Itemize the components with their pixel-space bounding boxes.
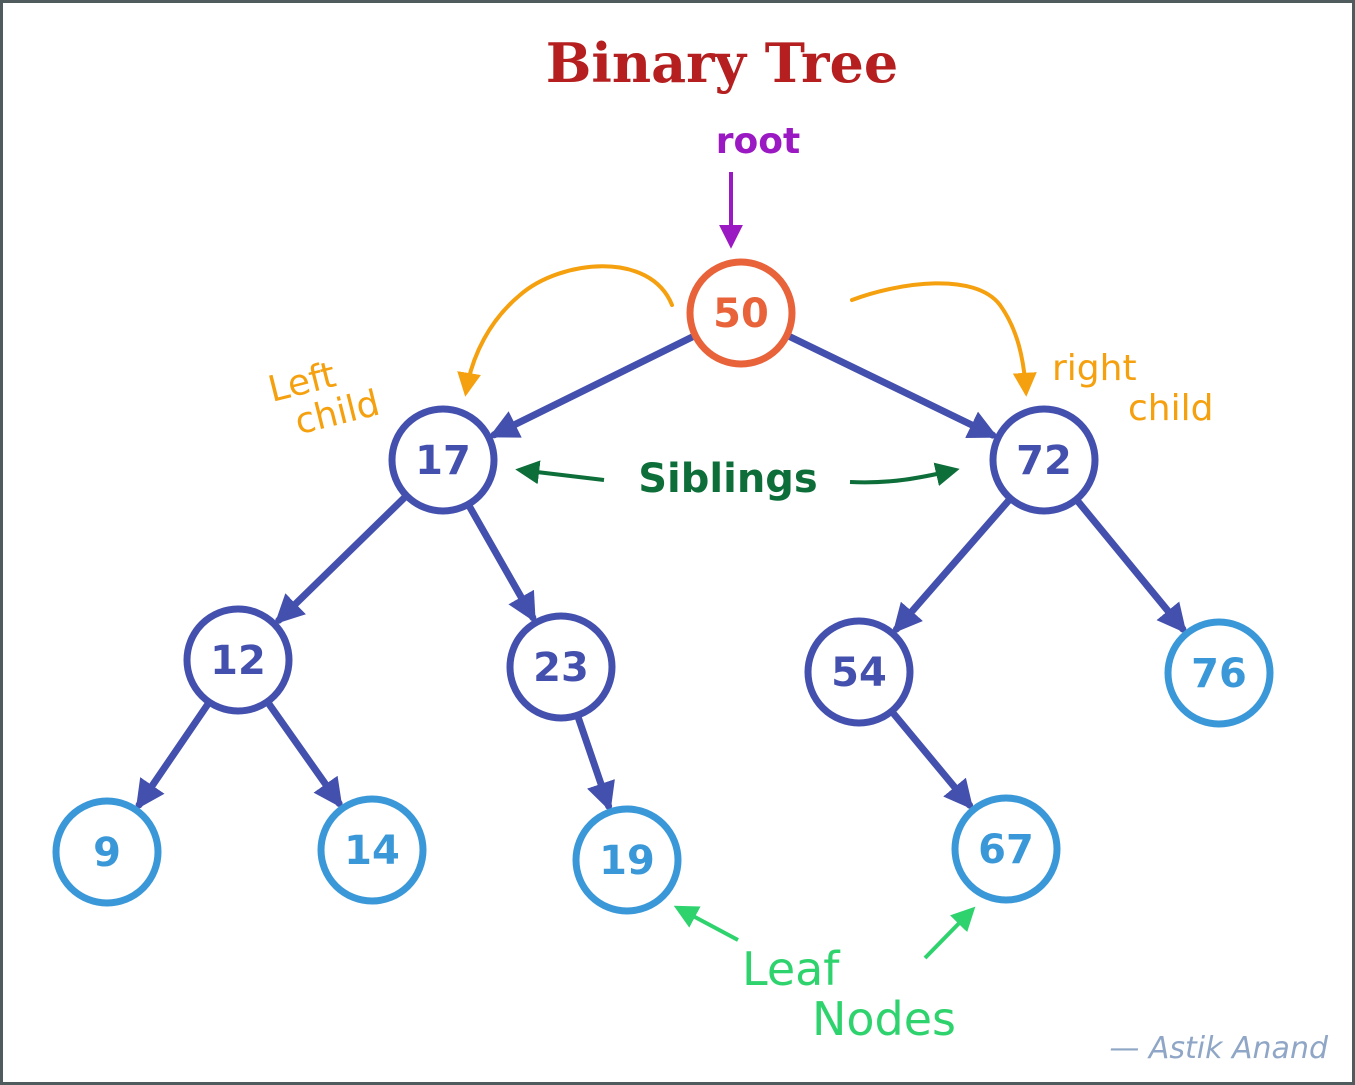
node-circle [804,617,914,727]
node-circle [989,405,1099,515]
tree-node-50: 50 [686,258,796,368]
edge-12-14 [265,699,343,809]
right-child-label-line2: child [1128,388,1213,429]
tree-node-14: 14 [317,795,427,905]
node-circle [572,805,682,915]
edge-12-9 [135,700,212,810]
tree-node-76: 76 [1164,618,1274,728]
tree-node-19: 19 [572,805,682,915]
edge-17-12 [274,493,409,625]
node-circle [183,605,293,715]
edge-50-72 [785,332,998,439]
node-value: 23 [533,645,589,691]
edge-54-67 [889,709,974,810]
leaf-right-arrow [923,906,976,960]
node-value: 67 [978,827,1034,873]
leaf-nodes-label-line1: Leaf [742,942,841,996]
left-child-arrow [457,264,674,397]
node-value: 54 [831,650,887,696]
edge-72-76 [1074,497,1187,634]
node-circle [951,794,1061,904]
root-label: root [716,121,800,162]
author-signature: — Astik Anand [1109,1031,1329,1066]
node-circle [1164,618,1274,728]
node-circle [506,612,616,722]
tree-node-17: 17 [388,405,498,515]
tree-node-72: 72 [989,405,1099,515]
node-value: 76 [1191,651,1247,697]
edge-23-19 [574,713,615,812]
node-value: 12 [210,638,266,684]
leaf-nodes-label-line2: Nodes [812,992,956,1046]
edge-72-54 [892,496,1013,634]
node-circle [52,797,162,907]
tree-node-12: 12 [183,605,293,715]
node-circle [317,795,427,905]
node-value: 50 [713,291,769,337]
tree-node-67: 67 [951,794,1061,904]
node-circle [388,405,498,515]
tree-edges [135,332,1187,812]
tree-node-23: 23 [506,612,616,722]
node-value: 72 [1016,438,1072,484]
node-value: 17 [415,438,471,484]
siblings-label: Siblings [638,456,818,502]
leaf-left-arrow [673,905,739,942]
siblings-left-arrow [515,460,605,485]
node-value: 9 [93,830,121,876]
edge-17-23 [465,502,537,623]
right-child-arrow [850,281,1037,397]
diagram-title: Binary Tree [546,31,898,95]
tree-node-54: 54 [804,617,914,727]
siblings-right-arrow [849,462,960,486]
node-circle [686,258,796,368]
node-value: 14 [344,828,400,874]
edge-50-17 [488,332,697,439]
right-child-label-line1: right [1052,348,1137,389]
tree-nodes: 50 17 72 12 23 54 76 9 14 19 67 [52,258,1274,915]
node-value: 19 [599,838,655,884]
tree-node-9: 9 [52,797,162,907]
